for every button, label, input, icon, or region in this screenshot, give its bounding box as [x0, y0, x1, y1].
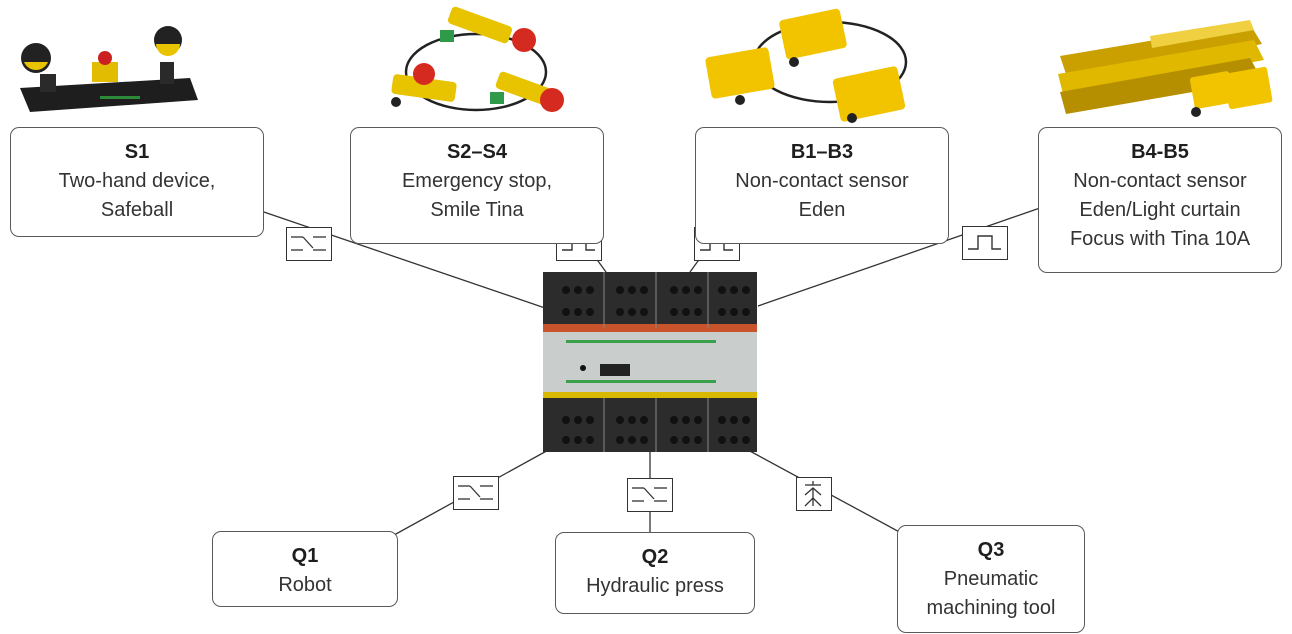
label-line: Robot: [278, 574, 332, 596]
valve-icon: [796, 477, 832, 511]
label-line: Hydraulic press: [586, 575, 724, 597]
label-id: Q2: [641, 546, 669, 568]
label-line: Emergency stop,: [401, 170, 553, 192]
contact-switch-icon: [453, 476, 499, 510]
contact-switch-icon: [627, 478, 673, 512]
label-box-q2: Q2 Hydraulic press: [555, 532, 755, 614]
two-hand-device-image: [20, 26, 198, 112]
safety-relay-unit-image: [543, 272, 757, 452]
label-box-q1: Q1 Robot: [212, 531, 398, 607]
label-line: Non-contact sensor: [735, 170, 909, 192]
label-line: Smile Tina: [430, 199, 524, 221]
label-line: machining tool: [926, 597, 1056, 619]
connector-b4-b5: [757, 207, 1041, 307]
label-id: Q3: [977, 539, 1005, 561]
label-id: S1: [124, 141, 150, 163]
label-box-q3: Q3 Pneumatic machining tool: [897, 525, 1085, 633]
label-id: S2–S4: [446, 141, 508, 163]
light-curtain-image: [1058, 20, 1273, 117]
label-id: B1–B3: [790, 141, 854, 163]
label-line: Non-contact sensor: [1073, 170, 1247, 192]
label-box-b1-b3: B1–B3 Non-contact sensor Eden: [695, 127, 949, 244]
label-line: Pneumatic: [943, 568, 1039, 590]
label-line: Eden: [798, 199, 846, 221]
label-line: Eden/Light curtain: [1079, 199, 1241, 221]
label-id: B4-B5: [1131, 141, 1189, 163]
label-line: Focus with Tina 10A: [1069, 228, 1251, 250]
connector-s1: [257, 209, 546, 309]
label-line: Two-hand device,: [58, 170, 216, 192]
label-line: Safeball: [100, 199, 174, 221]
label-id: Q1: [291, 545, 319, 567]
eden-sensor-image: [705, 8, 908, 123]
label-box-s2-s4: S2–S4 Emergency stop, Smile Tina: [350, 127, 604, 244]
emergency-stop-image: [391, 6, 564, 112]
pulse-signal-icon: [962, 226, 1008, 260]
contact-switch-icon: [286, 227, 332, 261]
label-box-s1: S1 Two-hand device, Safeball: [10, 127, 264, 237]
label-box-b4-b5: B4-B5 Non-contact sensor Eden/Light curt…: [1038, 127, 1282, 273]
